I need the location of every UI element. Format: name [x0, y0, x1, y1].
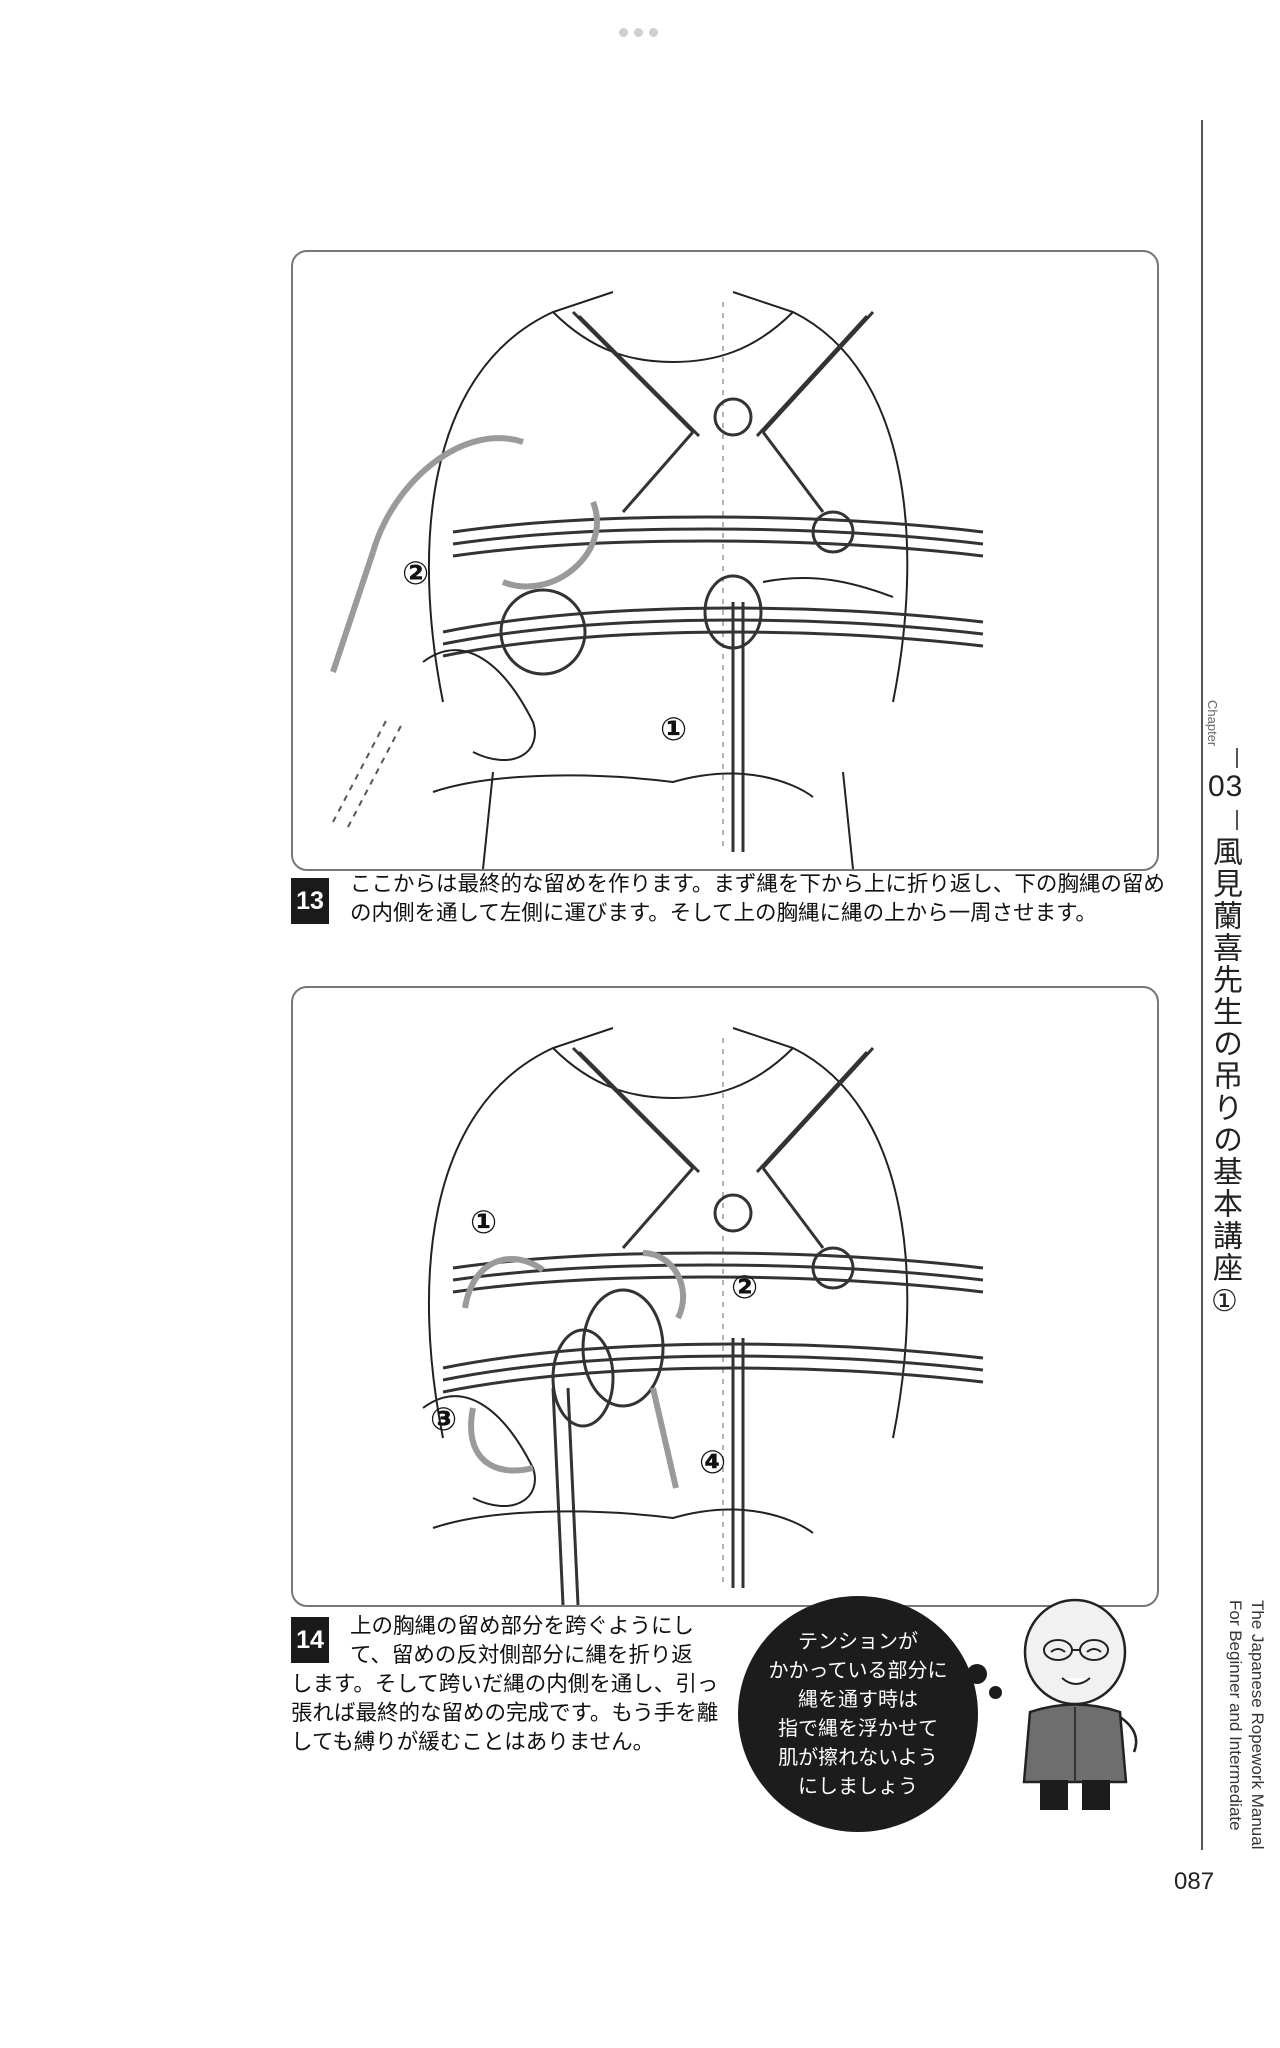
illustration-step-14: ① ② ③ ④ — [291, 986, 1159, 1607]
book-english-title: The Japanese Ropework Manual For Beginne… — [1224, 1600, 1268, 1849]
chapter-number-text: 03 — [1208, 770, 1244, 803]
page-number: 087 — [1174, 1868, 1215, 1895]
tip-line: 指で縄を浮かせて — [778, 1716, 938, 1740]
page-menu-dots[interactable] — [616, 22, 664, 37]
rope-back-illustration-14 — [422, 1027, 984, 1605]
marker-2: ② — [402, 554, 430, 592]
thought-dot — [967, 1664, 987, 1684]
tip-speech-bubble: テンションが かかっている部分に 縄を通す時は 指で縄を浮かせて 肌が擦れないよ… — [738, 1596, 978, 1832]
marker-3: ③ — [430, 1400, 458, 1438]
tip-line: 縄を通す時は — [798, 1687, 918, 1711]
marker-1: ① — [470, 1203, 498, 1241]
step-13-caption: ここからは最終的な留めを作ります。まず縄を下から上に折り返し、下の胸縄の留めの内… — [350, 872, 1165, 926]
chapter-title: 風見蘭喜先生の吊りの基本講座① — [1207, 836, 1242, 1321]
chapter-number: 03 — [1208, 748, 1244, 830]
english-title-line1: The Japanese Ropework Manual — [1248, 1600, 1267, 1850]
sidebar-rule — [1201, 120, 1203, 1850]
tip-line: にしましょう — [798, 1774, 918, 1798]
rope-back-illustration-13 — [330, 291, 984, 869]
step-14-caption-line1: 上の胸縄の留め部分を跨ぐようにして、留めの反対側部分に縄を折り返 — [350, 1614, 695, 1668]
marker-1: ① — [660, 710, 688, 748]
step-13-badge: 13 — [291, 878, 329, 924]
tip-line: テンションが — [798, 1629, 918, 1653]
tip-line: かかっている部分に — [768, 1658, 948, 1682]
tip-line: 肌が擦れないよう — [778, 1745, 938, 1769]
step-14-badge: 14 — [291, 1617, 329, 1663]
step-14-caption: します。そして跨いだ縄の内側を通し、引っ張れば最終的な留めの完成です。もう手を離… — [291, 1672, 719, 1755]
english-title-line2: For Beginner and Intermediate — [1226, 1600, 1245, 1831]
marker-2: ② — [731, 1268, 759, 1306]
illustration-step-13: ② ① — [291, 250, 1159, 871]
thought-dot — [989, 1686, 1002, 1699]
teacher-mascot-icon — [1022, 1598, 1138, 1810]
chapter-label: Chapter — [1205, 700, 1220, 747]
marker-4: ④ — [699, 1443, 727, 1481]
